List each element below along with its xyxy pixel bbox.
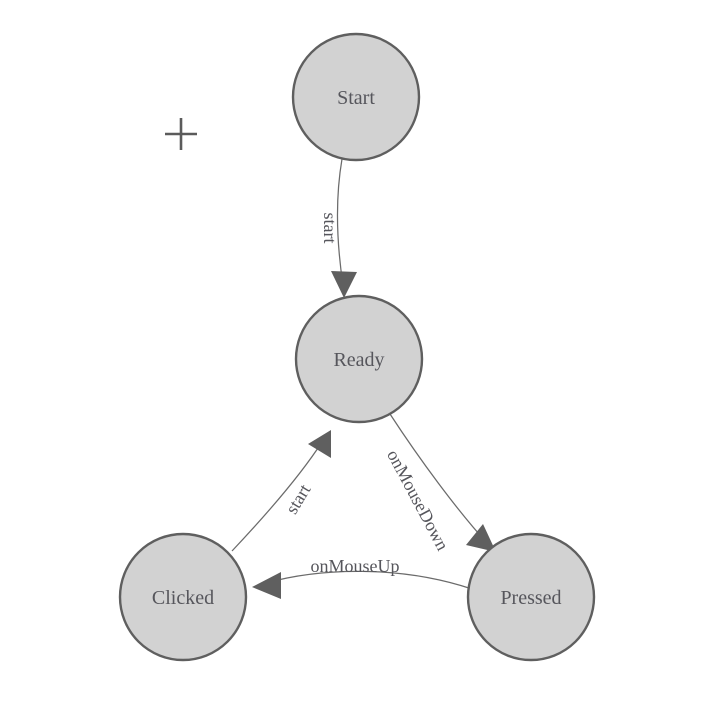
arrowhead-icon xyxy=(331,271,357,298)
edge-label-start-to-ready: start xyxy=(320,213,340,244)
edge-line xyxy=(265,570,473,590)
node-clicked-circle[interactable] xyxy=(118,532,248,662)
node-pressed-label: Pressed xyxy=(500,587,561,609)
arrowhead-icon xyxy=(308,430,331,458)
node-ready-circle[interactable] xyxy=(294,294,424,424)
node-pressed-circle[interactable] xyxy=(466,532,596,662)
edge-ready-to-pressed[interactable]: onMouseDown xyxy=(383,413,496,554)
node-start-label: Start xyxy=(337,87,375,109)
node-pressed[interactable]: Pressed xyxy=(466,532,596,662)
edge-start-to-ready[interactable]: start xyxy=(320,158,357,298)
node-ready[interactable]: Ready xyxy=(294,294,424,424)
edge-line xyxy=(231,441,323,552)
edge-label-pressed-to-clicked: onMouseUp xyxy=(311,556,400,576)
edge-line xyxy=(389,413,488,544)
arrowhead-icon xyxy=(252,572,281,599)
node-start[interactable]: Start xyxy=(291,32,421,162)
crosshair-icon[interactable] xyxy=(165,118,197,150)
edge-label-ready-to-pressed: onMouseDown xyxy=(383,446,453,553)
arrowhead-icon xyxy=(466,524,496,552)
edge-clicked-to-ready[interactable]: start xyxy=(231,430,331,552)
edge-label-clicked-to-ready: start xyxy=(281,481,314,518)
node-ready-label: Ready xyxy=(333,349,384,371)
node-clicked-label: Clicked xyxy=(152,587,214,609)
edge-pressed-to-clicked[interactable]: onMouseUp xyxy=(252,556,473,599)
node-clicked[interactable]: Clicked xyxy=(118,532,248,662)
node-start-circle[interactable] xyxy=(291,32,421,162)
